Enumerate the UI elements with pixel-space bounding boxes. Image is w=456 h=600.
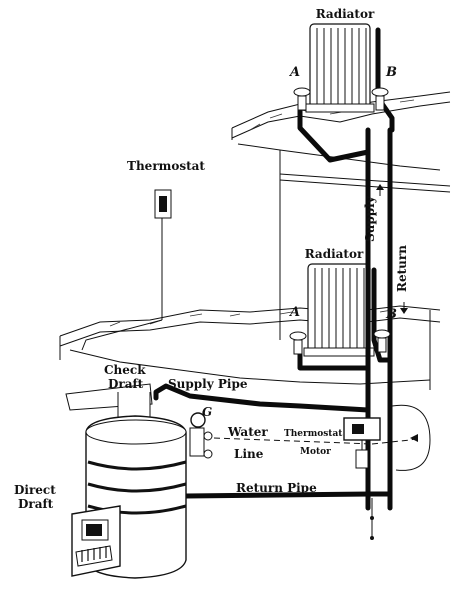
- valve-b-upper: [371, 87, 389, 111]
- label-check-draft-line1: Check: [104, 363, 146, 377]
- label-return-riser: Return: [395, 245, 409, 292]
- label-gauge-g: G: [202, 405, 212, 419]
- pipe-network: [153, 27, 431, 511]
- label-valve-a-upper: A: [288, 65, 300, 80]
- valve-b-lower: [373, 329, 391, 353]
- valves: [289, 87, 391, 355]
- valve-a-upper: [293, 87, 311, 111]
- return-down-arrow: [400, 302, 408, 314]
- lower-floor: [59, 305, 441, 390]
- labels: Radiator A B Thermostat Supply Return Ra…: [14, 7, 409, 511]
- valve-a-lower: [289, 331, 307, 355]
- label-return-pipe: Return Pipe: [236, 481, 317, 495]
- label-radiator-upper: Radiator: [316, 7, 375, 21]
- label-valve-b-upper: B: [385, 65, 397, 80]
- lower-radiator: [303, 263, 375, 357]
- label-supply-riser: Supply: [363, 195, 377, 242]
- water-line-arrow: [410, 434, 418, 442]
- label-valve-b-lower: B: [385, 307, 397, 322]
- label-thermostat: Thermostat: [127, 159, 205, 173]
- thermostat-motor: [343, 417, 381, 540]
- label-direct-draft-line2: Draft: [18, 497, 54, 511]
- label-supply-pipe: Supply Pipe: [168, 377, 248, 391]
- label-thermostat-motor-line2: Motor: [300, 447, 331, 457]
- supply-up-arrow: [376, 184, 384, 196]
- label-line: Line: [234, 447, 264, 461]
- boiler: [65, 383, 213, 579]
- label-water: Water: [227, 425, 268, 439]
- wall-thermostat: [81, 189, 172, 351]
- label-check-draft-line2: Draft: [108, 377, 144, 391]
- upper-radiator: [305, 23, 375, 113]
- flow-arrows: [376, 184, 418, 442]
- label-thermostat-motor-line1: Thermostat: [284, 429, 343, 439]
- label-radiator-lower: Radiator: [305, 247, 364, 261]
- label-valve-a-lower: A: [288, 305, 300, 320]
- label-direct-draft-line1: Direct: [14, 483, 56, 497]
